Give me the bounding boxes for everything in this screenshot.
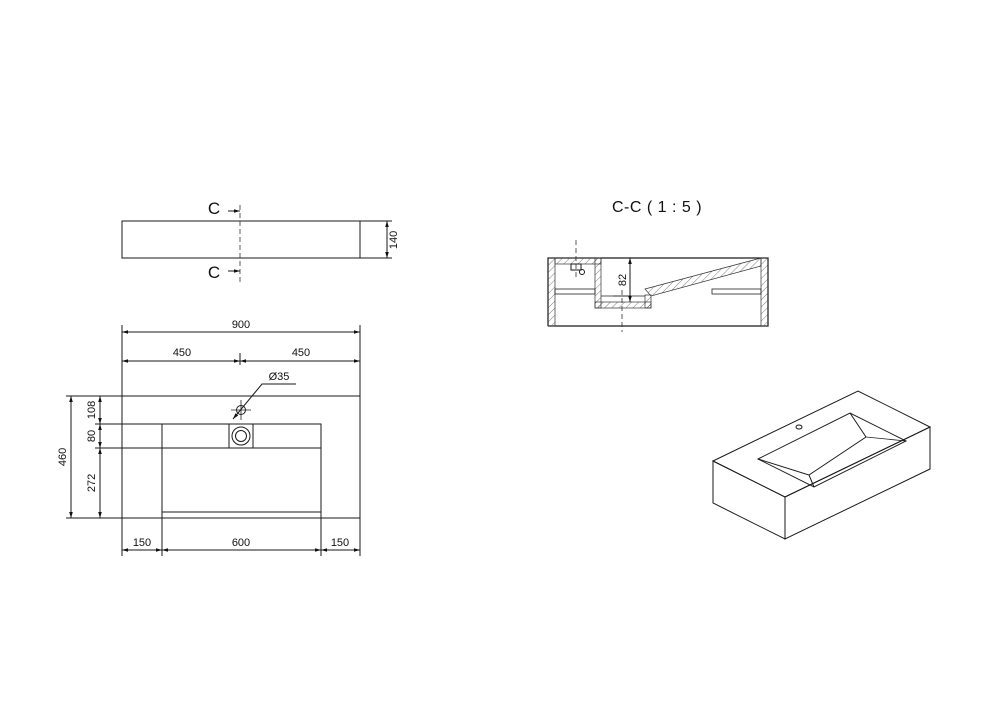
- front-height-dimension-text: 140: [388, 231, 400, 249]
- half-right-dimension-text: 450: [292, 347, 310, 359]
- isometric-view: [711, 390, 932, 540]
- iso-basin-floor-edge: [865, 436, 907, 442]
- section-basin-back-wall: [594, 257, 602, 309]
- iso-front-face: [712, 460, 786, 540]
- section-back-top-slab: [554, 257, 602, 265]
- section-sloped-floor: [644, 257, 762, 297]
- section-left-wall: [547, 257, 556, 327]
- iso-tap-hole: [795, 424, 803, 430]
- drain-inner-ring: [235, 430, 247, 442]
- front-view-outline: [121, 220, 361, 259]
- section-right-wall: [760, 257, 769, 327]
- margin-right-dimension-text: 150: [331, 537, 349, 549]
- iso-basin-back-edge: [849, 412, 867, 438]
- iso-basin-slope-ridge: [808, 436, 867, 476]
- section-tap-hole: [579, 269, 585, 275]
- section-drain-floor: [594, 301, 652, 309]
- hole-diameter-text: Ø35: [269, 371, 290, 383]
- margin-left-dimension-text: 150: [133, 537, 151, 549]
- section-left-shelf: [554, 288, 596, 295]
- section-title: C-C ( 1 : 5 ): [612, 199, 702, 216]
- iso-right-face: [784, 426, 931, 540]
- depth-front-dimension-text: 272: [86, 474, 98, 492]
- basin-width-dimension-text: 600: [232, 537, 250, 549]
- section-depth-dimension-text: 82: [617, 274, 629, 286]
- section-view: C-C ( 1 : 5 ) 82: [547, 199, 769, 332]
- half-left-dimension-text: 450: [173, 347, 191, 359]
- hole-diameter-leader: [232, 383, 296, 420]
- depth-back-dimension-text: 108: [86, 401, 98, 419]
- basin-outline: [161, 423, 322, 519]
- section-tap-body: [570, 263, 582, 271]
- iso-top-face: [711, 390, 932, 498]
- cut-label-top: C: [208, 199, 220, 218]
- plan-view: 900 450 450 Ø35 460 108 80: [57, 319, 361, 556]
- total-depth-dimension-text: 460: [57, 448, 69, 466]
- cut-label-bottom: C: [208, 263, 220, 282]
- drain-outer-ring: [231, 426, 251, 446]
- front-view: 140 C C: [121, 199, 400, 282]
- section-right-shelf: [711, 288, 762, 295]
- depth-mid-dimension-text: 80: [86, 430, 98, 442]
- section-drain-front-wall: [644, 294, 652, 309]
- iso-basin-rim: [756, 412, 908, 488]
- total-width-dimension-text: 900: [232, 319, 250, 331]
- drain-box: [228, 423, 254, 449]
